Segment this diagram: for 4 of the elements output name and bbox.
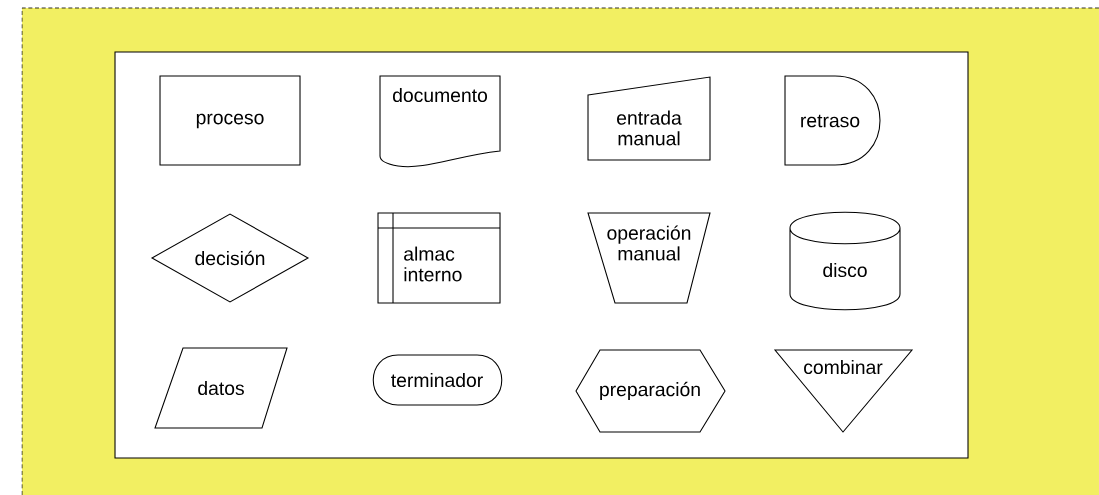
- data-parallelogram: datos: [154, 347, 288, 429]
- preparation-hexagon: preparación: [575, 349, 726, 433]
- disk-cylinder: disco: [789, 211, 901, 311]
- process-box: proceso: [159, 75, 301, 166]
